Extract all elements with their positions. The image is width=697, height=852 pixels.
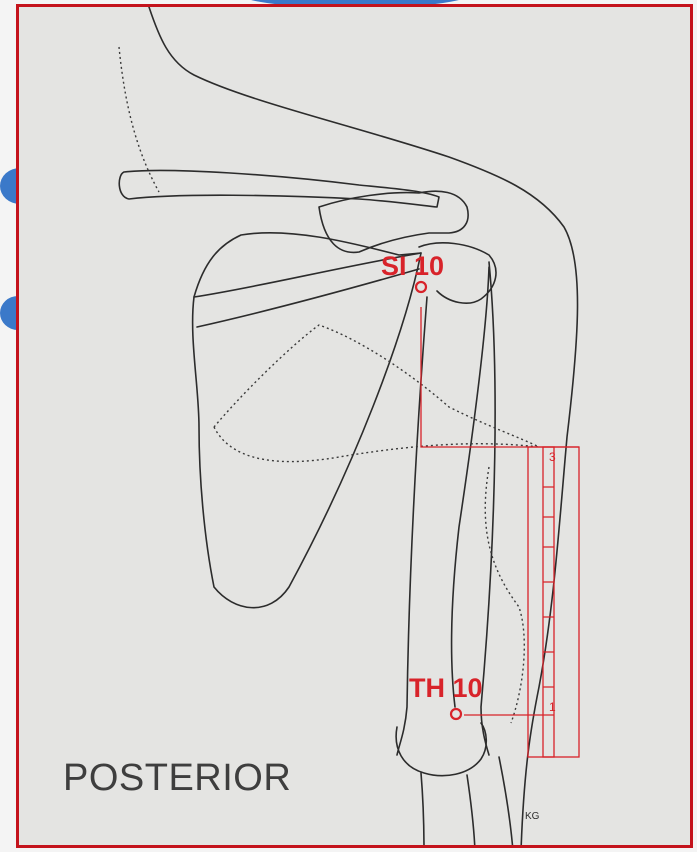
neck-outline xyxy=(149,7,578,848)
humerus-shaft-right xyxy=(481,262,495,755)
hidden-scapula-lower xyxy=(214,427,539,462)
hidden-scapula-outline xyxy=(214,325,539,447)
olecranon xyxy=(396,723,486,776)
th10-label: TH 10 xyxy=(409,673,483,703)
artist-mark: KG xyxy=(525,811,540,822)
forearm-right xyxy=(467,775,475,848)
figure-frame: SI 10 TH 10 3 1 KG POSTERIOR xyxy=(16,4,693,848)
arm-inner-outline xyxy=(452,267,489,707)
hidden-humerus-inner xyxy=(485,467,524,723)
clavicle xyxy=(119,170,439,207)
forearm-outer xyxy=(499,757,513,848)
si10-guide-line xyxy=(421,307,579,447)
scale-mark-bottom: 1 xyxy=(549,700,556,714)
shoulder-anatomy-diagram: SI 10 TH 10 3 1 KG xyxy=(19,7,693,848)
si10-label: SI 10 xyxy=(381,251,444,281)
scapula xyxy=(193,233,421,608)
th10-point-marker xyxy=(451,709,461,719)
forearm-left xyxy=(421,773,424,848)
scale-mark-top: 3 xyxy=(549,450,556,464)
si10-point-marker xyxy=(416,282,426,292)
view-label: POSTERIOR xyxy=(63,759,291,797)
